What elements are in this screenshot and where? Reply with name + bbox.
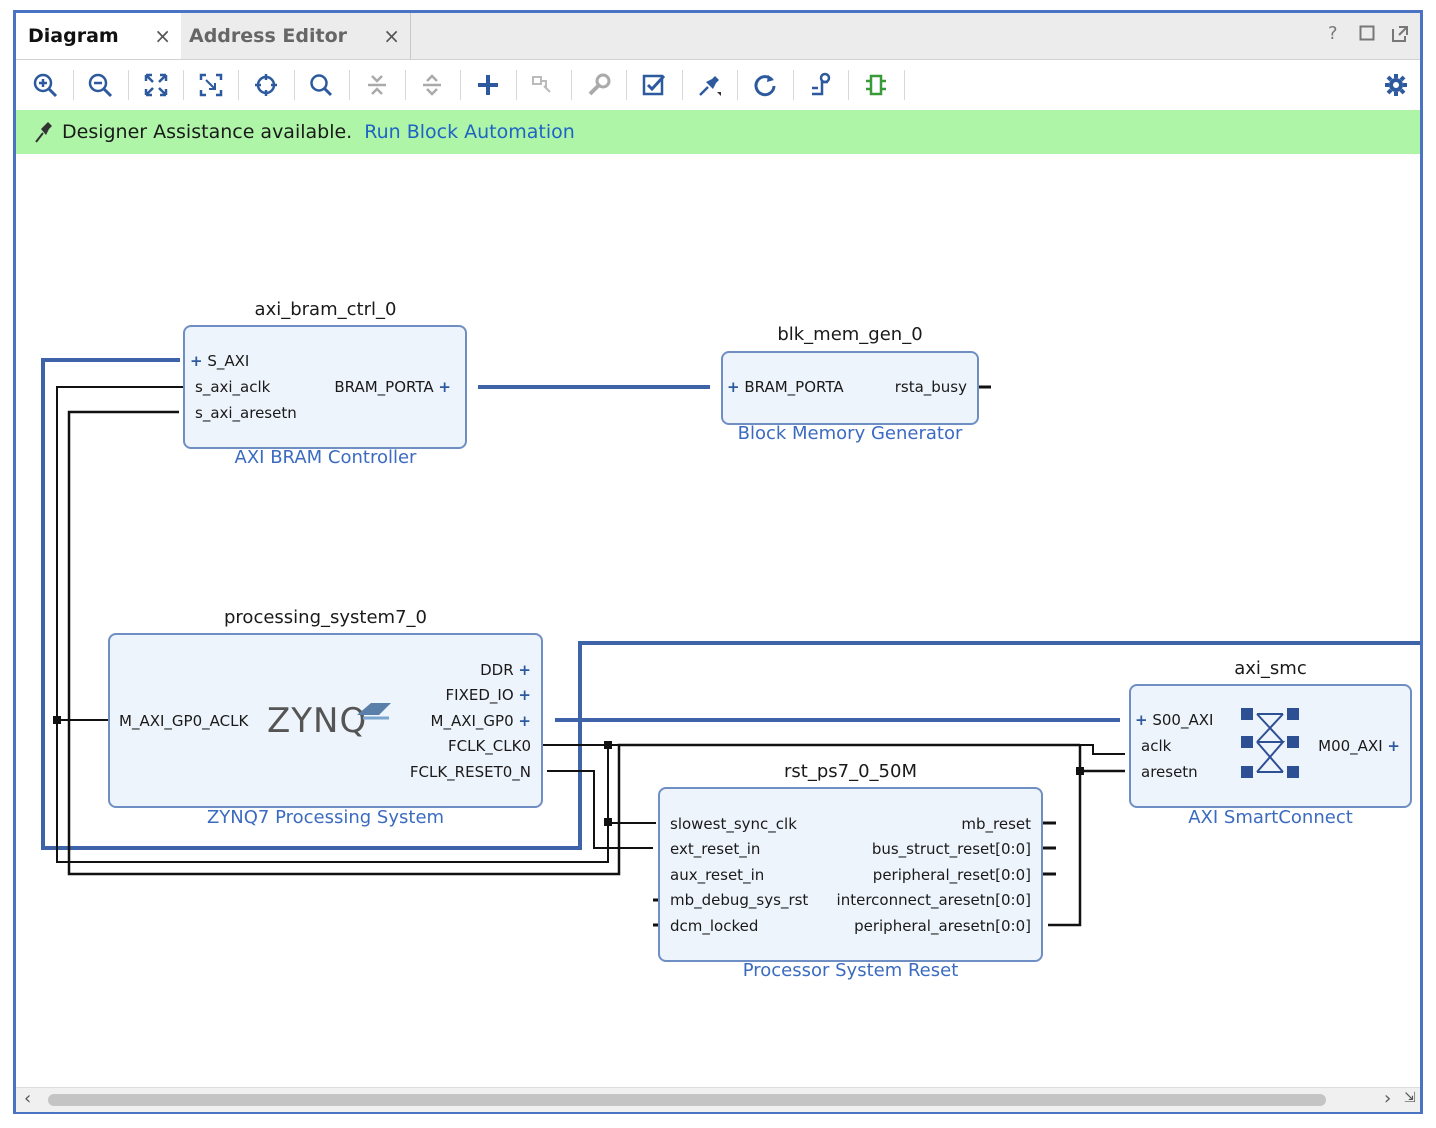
ddr-pin[interactable]: DDR + xyxy=(480,661,531,679)
interconnect-aresetn-pin[interactable]: interconnect_aresetn[0:0] xyxy=(836,891,1031,909)
aclk-pin[interactable]: aclk xyxy=(1141,737,1172,755)
rsta-busy-pin[interactable]: rsta_busy xyxy=(894,378,967,396)
aresetn-net xyxy=(67,410,1125,927)
bus-struct-reset-pin[interactable]: bus_struct_reset[0:0] xyxy=(871,840,1031,858)
zynq-ps-block[interactable]: M_AXI_GP0_ACLK ZYNQ DDR + FIXED_IO + M_A… xyxy=(108,633,543,808)
bram-porta-pin[interactable]: + BRAM_PORTA xyxy=(727,378,844,396)
aux-reset-in-pin[interactable]: aux_reset_in xyxy=(670,866,765,884)
float-window-icon[interactable] xyxy=(1391,25,1409,48)
search-icon[interactable] xyxy=(304,68,338,102)
tab-label: Address Editor xyxy=(189,25,347,47)
block-type: ZYNQ7 Processing System xyxy=(206,807,445,828)
bus-wire-m00-to-s-axi xyxy=(41,358,1420,850)
regenerate-layout-icon[interactable] xyxy=(748,68,782,102)
crossbar-icon xyxy=(1241,708,1299,778)
scrollbar-thumb[interactable] xyxy=(48,1094,1326,1106)
scroll-left-icon[interactable]: ‹ xyxy=(24,1088,32,1109)
add-ip-icon[interactable] xyxy=(471,68,505,102)
tab-address-editor[interactable]: Address Editor × xyxy=(181,13,411,59)
m00-axi-pin[interactable]: M00_AXI + xyxy=(1318,737,1400,755)
fclk-reset0-n-pin[interactable]: FCLK_RESET0_N xyxy=(409,763,531,781)
bram-porta-pin[interactable]: BRAM_PORTA + xyxy=(334,378,451,396)
close-icon[interactable]: × xyxy=(154,24,171,48)
block-name: axi_smc xyxy=(1234,658,1307,679)
connection-wires xyxy=(41,358,1420,927)
s00-axi-pin[interactable]: + S00_AXI xyxy=(1135,711,1214,729)
s-axi-pin[interactable]: + S_AXI xyxy=(190,352,250,370)
processor-system-reset-block[interactable]: slowest_sync_clk ext_reset_in aux_reset_… xyxy=(658,787,1043,962)
validate-design-icon[interactable] xyxy=(637,68,671,102)
properties-icon[interactable] xyxy=(582,68,616,102)
horizontal-scrollbar[interactable]: ‹ › ⇲ xyxy=(16,1087,1420,1112)
block-type: AXI SmartConnect xyxy=(1188,807,1353,828)
scroll-right-icon[interactable]: › xyxy=(1384,1088,1392,1109)
mb-debug-sys-rst-pin[interactable]: mb_debug_sys_rst xyxy=(670,891,809,909)
block-type: Processor System Reset xyxy=(742,960,959,981)
auto-fit-selection-icon[interactable] xyxy=(249,68,283,102)
assistance-message: Designer Assistance available. xyxy=(62,121,353,143)
block-name: processing_system7_0 xyxy=(224,607,427,628)
zynq-logo: ZYNQ xyxy=(267,701,368,741)
resize-grip-icon[interactable]: ⇲ xyxy=(1404,1090,1416,1106)
zoom-fit-selection-icon[interactable] xyxy=(194,68,228,102)
fit-view-icon[interactable] xyxy=(139,68,173,102)
s-axi-aclk-pin[interactable]: s_axi_aclk xyxy=(195,378,271,396)
aresetn-pin[interactable]: aresetn xyxy=(1141,763,1198,781)
block-name: axi_bram_ctrl_0 xyxy=(254,299,397,320)
m-axi-gp0-pin[interactable]: M_AXI_GP0 + xyxy=(430,712,531,730)
m-axi-gp0-aclk-pin[interactable]: M_AXI_GP0_ACLK xyxy=(119,712,249,730)
block-name: rst_ps7_0_50M xyxy=(784,761,917,782)
clock-net xyxy=(56,386,1125,863)
fclk-clk0-pin[interactable]: FCLK_CLK0 xyxy=(447,737,531,755)
reset-net xyxy=(547,770,653,849)
dcm-locked-pin[interactable]: dcm_locked xyxy=(670,917,759,935)
peripheral-reset-pin[interactable]: peripheral_reset[0:0] xyxy=(872,866,1031,884)
tab-label: Diagram xyxy=(28,25,119,47)
tab-bar: Diagram × Address Editor × ? xyxy=(16,13,1420,60)
close-icon[interactable]: × xyxy=(383,24,400,48)
block-type: Block Memory Generator xyxy=(737,423,963,444)
help-icon[interactable]: ? xyxy=(1328,23,1338,44)
ext-reset-in-pin[interactable]: ext_reset_in xyxy=(670,840,761,858)
collapse-all-icon[interactable] xyxy=(360,68,394,102)
mb-reset-pin[interactable]: mb_reset xyxy=(961,815,1031,833)
axi-bram-ctrl-block[interactable]: + S_AXI s_axi_aclk s_axi_aresetn BRAM_PO… xyxy=(183,325,467,449)
blk-mem-gen-block[interactable]: + BRAM_PORTA rsta_busy xyxy=(721,351,979,425)
zynq-logo-icon xyxy=(357,703,391,720)
pin-icon xyxy=(34,120,54,144)
block-name: blk_mem_gen_0 xyxy=(777,324,923,345)
block-type: AXI BRAM Controller xyxy=(234,447,417,468)
diagram-canvas[interactable]: axi_bram_ctrl_0 + S_AXI s_axi_aclk s_axi… xyxy=(16,154,1420,1087)
run-block-automation-link[interactable]: Run Block Automation xyxy=(364,121,575,143)
tab-diagram[interactable]: Diagram × xyxy=(16,13,181,59)
axi-smartconnect-block[interactable]: + S00_AXI aclk aresetn M00_AXI + xyxy=(1129,684,1412,808)
peripheral-aresetn-pin[interactable]: peripheral_aresetn[0:0] xyxy=(854,917,1031,935)
settings-gear-icon[interactable] xyxy=(1379,68,1413,102)
maximize-icon[interactable] xyxy=(1359,25,1375,46)
s-axi-aresetn-pin[interactable]: s_axi_aresetn xyxy=(195,404,297,422)
diagram-window: Diagram × Address Editor × ? xyxy=(13,10,1423,1114)
zoom-in-icon[interactable] xyxy=(28,68,62,102)
zoom-out-icon[interactable] xyxy=(83,68,117,102)
expand-all-icon[interactable] xyxy=(415,68,449,102)
slowest-sync-clk-pin[interactable]: slowest_sync_clk xyxy=(670,815,797,833)
make-connection-icon[interactable] xyxy=(526,68,560,102)
fixed-io-pin[interactable]: FIXED_IO + xyxy=(445,686,531,704)
hierarchy-icon[interactable] xyxy=(859,68,893,102)
optimize-routing-icon[interactable] xyxy=(804,68,838,102)
designer-assistance-bar: Designer Assistance available. Run Block… xyxy=(16,110,1420,154)
pin-icon[interactable] xyxy=(693,68,727,102)
diagram-toolbar xyxy=(16,60,1420,111)
